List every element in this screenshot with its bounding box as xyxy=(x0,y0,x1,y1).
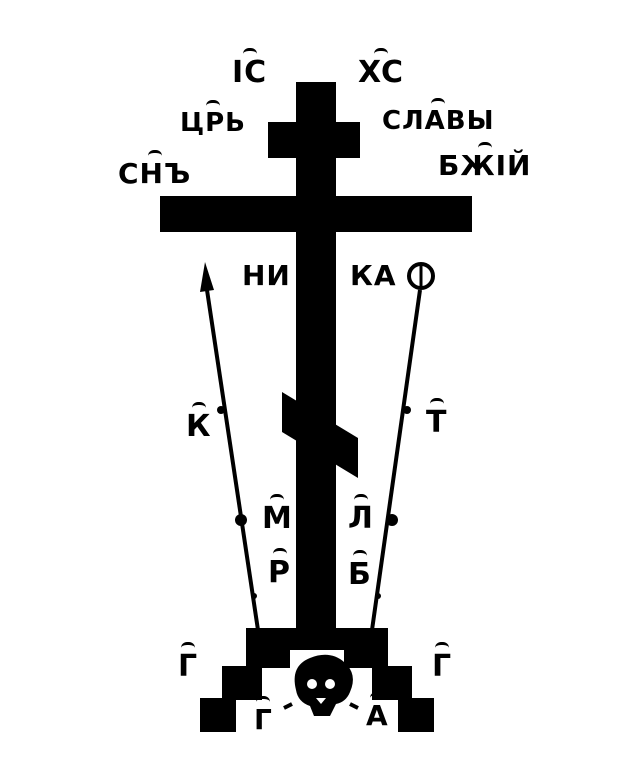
inscription-k: К xyxy=(186,402,212,444)
inscription-l: Л xyxy=(348,494,374,536)
skull-icon xyxy=(283,654,359,716)
inscription-g-right: Г xyxy=(432,642,453,684)
inscription-a: А xyxy=(366,692,389,732)
inscription-bzhiy: БЖIЙ xyxy=(438,142,532,182)
inscription-ka: КА xyxy=(350,259,397,292)
inscription-b: Б xyxy=(348,550,372,592)
inscription-ic: IC xyxy=(232,48,268,90)
cross-slanted-footrest xyxy=(282,392,358,478)
inscription-g-bottom: Г xyxy=(254,696,273,736)
inscription-g-left: Г xyxy=(178,642,199,684)
inscription-tsr: ЦРЬ xyxy=(180,100,246,138)
inscription-slavy: СЛАВЫ xyxy=(382,98,495,136)
golgotha-steps xyxy=(200,628,434,732)
inscription-m: М xyxy=(262,494,293,536)
cross-main-crossbar xyxy=(160,196,472,232)
reed-sponge-icon xyxy=(370,262,435,631)
inscription-sn: СНЪ xyxy=(118,150,192,190)
inscription-ni: НИ xyxy=(242,259,291,292)
lance-icon xyxy=(200,262,260,631)
inscription-xc: XC xyxy=(358,48,405,90)
inscription-t: Т xyxy=(426,398,448,440)
inscription-r: Р xyxy=(268,548,291,590)
cross-vertical-beam xyxy=(296,82,336,632)
cross-titulus-beam xyxy=(268,122,360,158)
